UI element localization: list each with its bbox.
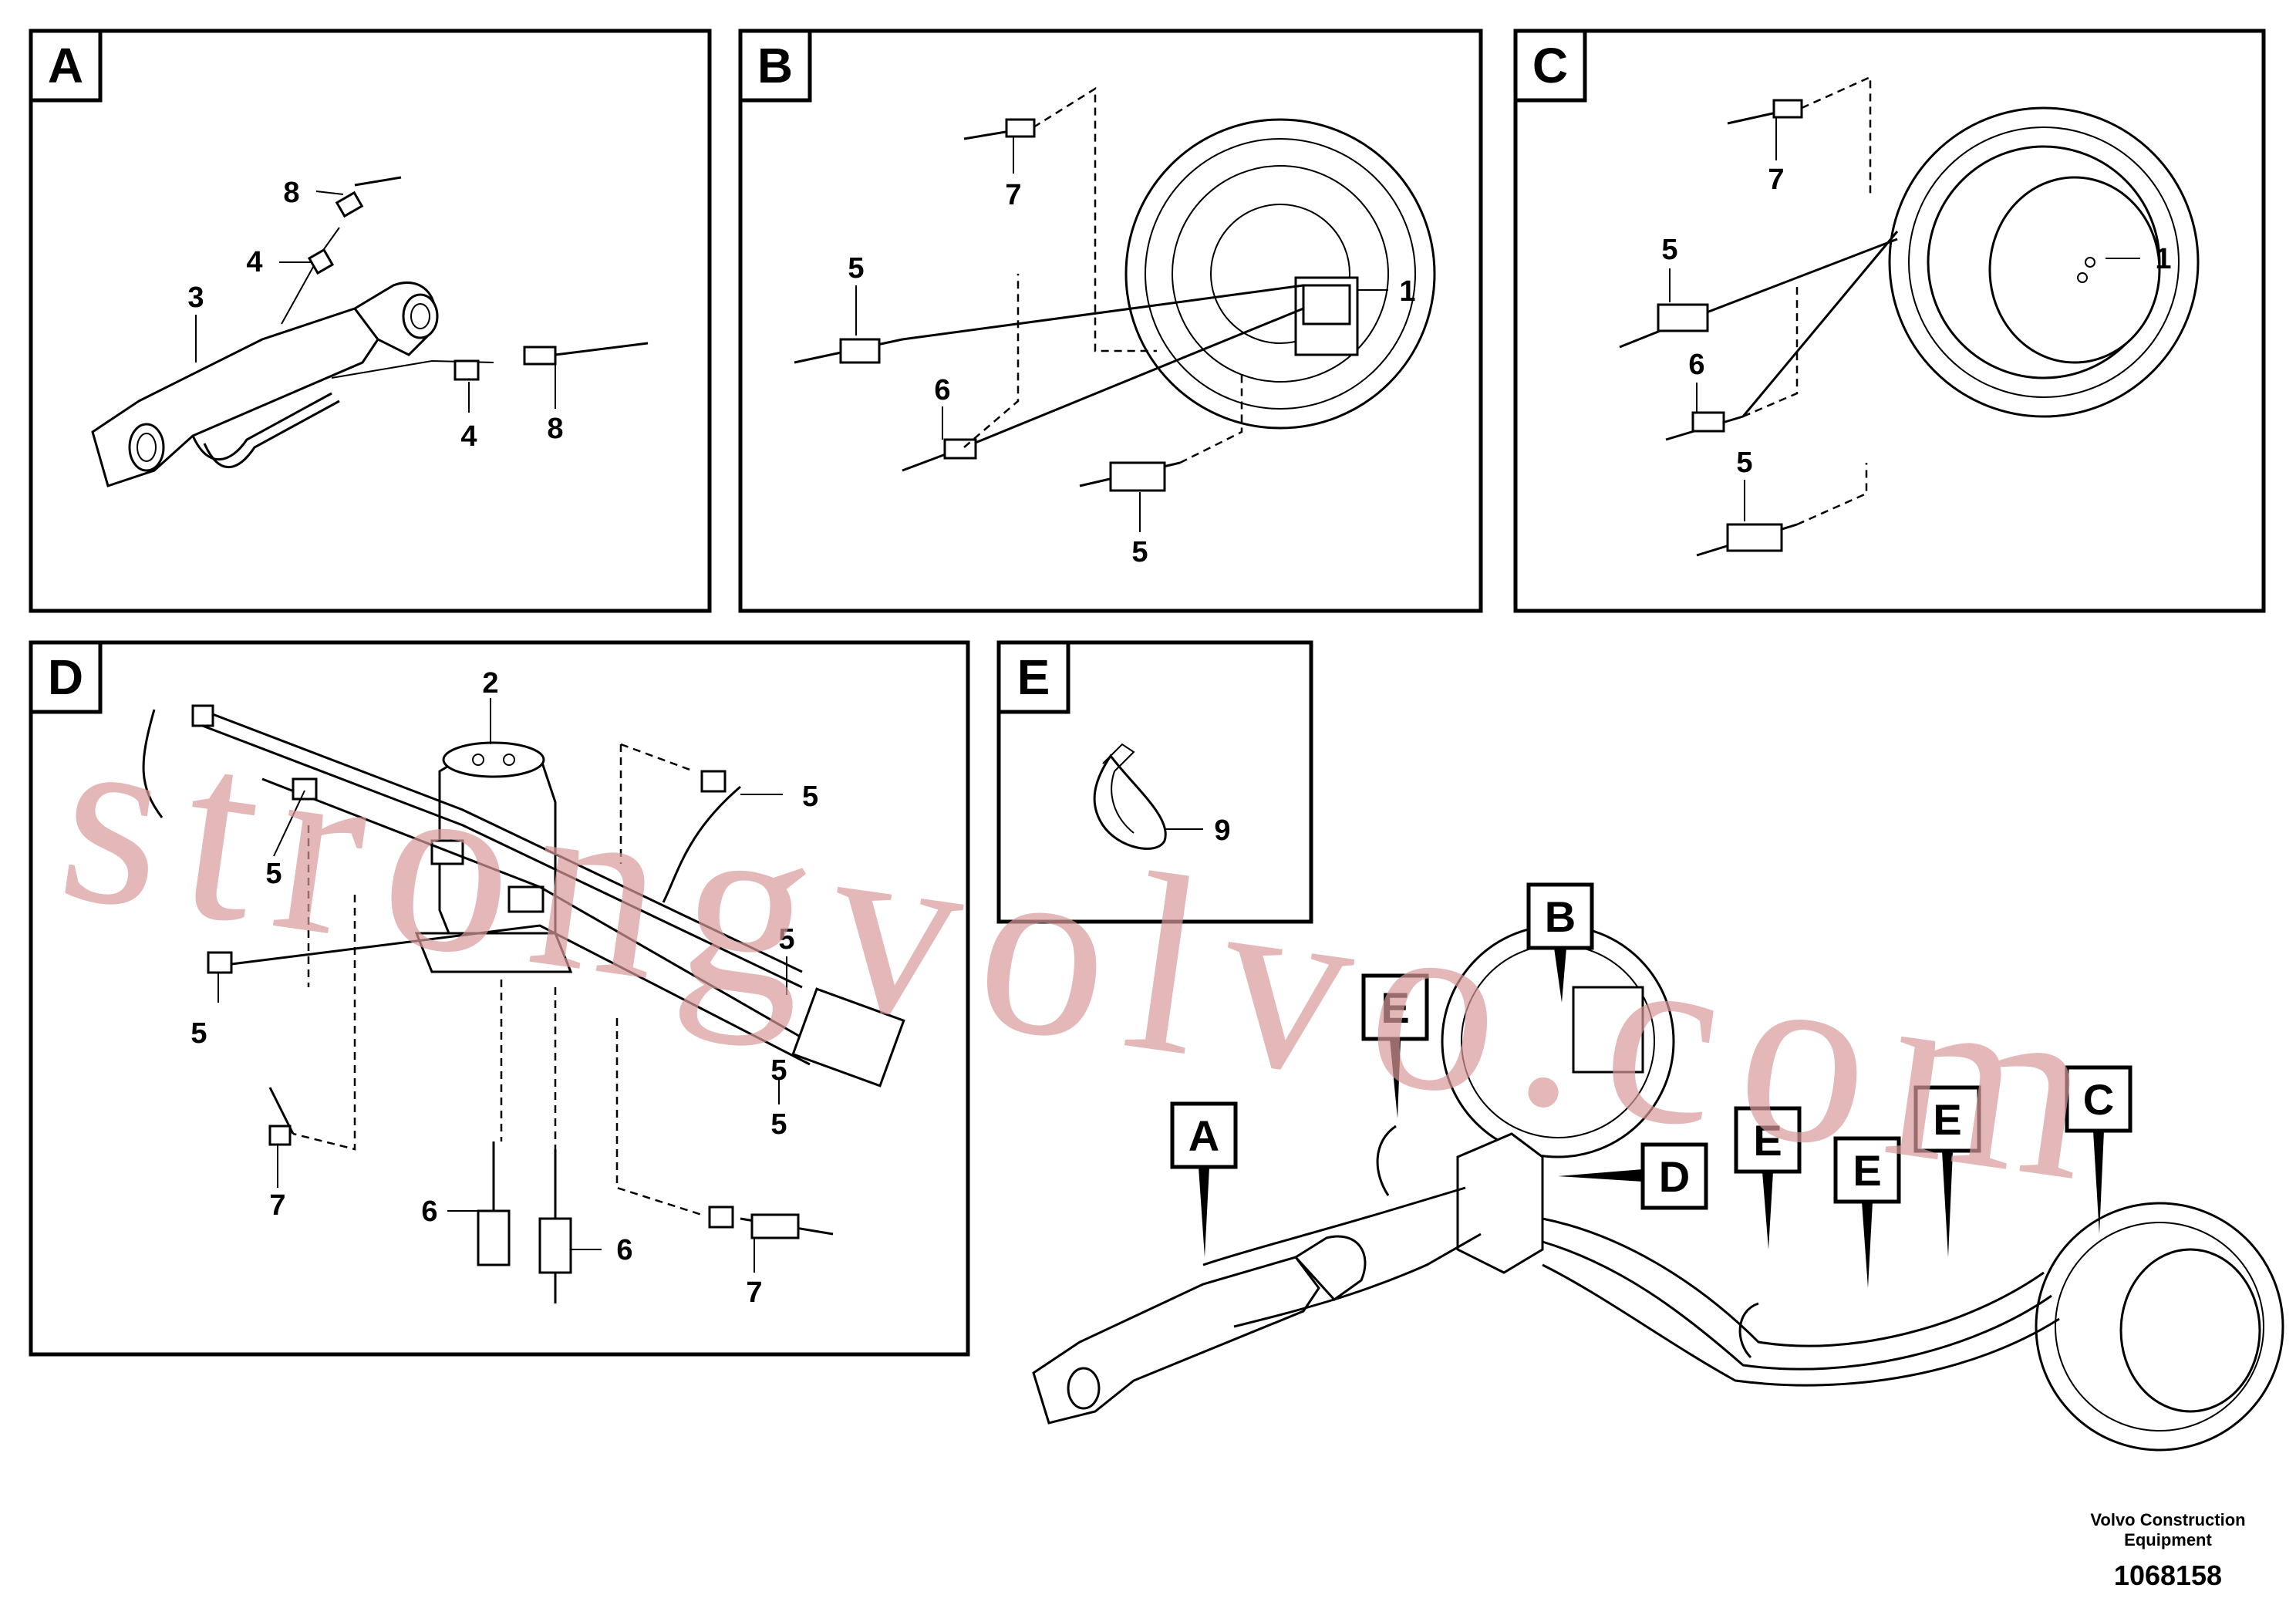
- callout-1: 1: [2155, 243, 2171, 275]
- panel-b: B 7 1 5 6 5: [738, 29, 1483, 613]
- tag-b: B: [1526, 882, 1594, 1003]
- callout-7-right: 7: [746, 1276, 762, 1309]
- callout-6: 6: [1688, 349, 1704, 381]
- tag-e-3: E: [1833, 1136, 1901, 1288]
- panel-e-letter-box: [996, 640, 1070, 714]
- callout-5-c: 5: [778, 923, 794, 956]
- panel-a-letter-box: [29, 29, 103, 103]
- tag-e-2: E: [1734, 1106, 1802, 1249]
- svg-text:E: E: [1753, 1116, 1782, 1165]
- tag-c: C: [2065, 1065, 2132, 1234]
- callout-7: 7: [1005, 179, 1021, 211]
- svg-text:B: B: [1545, 892, 1576, 941]
- panel-d-letter-box: [29, 640, 103, 714]
- callout-6-right: 6: [616, 1234, 632, 1266]
- travel-motor-sprocket-b: [1124, 118, 1436, 430]
- callout-6: 6: [934, 374, 950, 406]
- callout-5-b: 5: [265, 858, 282, 890]
- svg-text:E: E: [1853, 1146, 1881, 1195]
- overview-assembly: B E A D E E E: [1032, 882, 2284, 1452]
- svg-text:D: D: [1659, 1152, 1690, 1201]
- hose-fittings-a: [307, 176, 649, 381]
- panel-d-letter: D: [48, 649, 83, 705]
- callout-5-e: 5: [770, 1108, 787, 1141]
- hoses-c: [1619, 76, 1899, 557]
- panel-e-letter: E: [1017, 649, 1050, 705]
- svg-text:A: A: [1188, 1111, 1219, 1160]
- panel-a-letter: A: [48, 38, 83, 93]
- callout-3: 3: [187, 282, 204, 314]
- svg-text:E: E: [1381, 983, 1409, 1032]
- cable-tie-drawing: [1093, 743, 1167, 850]
- tag-d: D: [1558, 1142, 1708, 1210]
- panel-b-letter-box: [738, 29, 812, 103]
- callout-5-f: 5: [770, 1054, 787, 1087]
- callout-5-lower: 5: [1131, 536, 1148, 568]
- callout-8-top: 8: [283, 177, 299, 209]
- hoses-d: [142, 704, 905, 1303]
- overview-drawing: [1032, 924, 2284, 1452]
- swivel-joint-drawing: [414, 741, 573, 973]
- tag-e-4: E: [1913, 1085, 1981, 1257]
- callout-1: 1: [1399, 275, 1415, 308]
- document-number: 1068158: [2114, 1560, 2222, 1591]
- callout-7: 7: [1768, 164, 1784, 196]
- callout-8-bottom: 8: [547, 413, 563, 445]
- callout-5-upper: 5: [848, 252, 864, 285]
- footer: Volvo Construction Equipment 1068158: [2090, 1510, 2245, 1591]
- panel-d: D: [29, 640, 970, 1357]
- panel-b-letter: B: [757, 38, 793, 93]
- callout-5-a: 5: [802, 781, 818, 813]
- company-name-line2: Equipment: [2124, 1530, 2212, 1549]
- callout-6-left: 6: [421, 1195, 437, 1228]
- svg-text:C: C: [2083, 1075, 2114, 1124]
- panel-c-letter: C: [1532, 38, 1568, 93]
- travel-motor-sprocket-c: [1888, 106, 2200, 418]
- callout-5-d: 5: [190, 1017, 207, 1050]
- callout-9: 9: [1214, 814, 1230, 847]
- callout-2: 2: [482, 667, 498, 700]
- tag-a: A: [1170, 1101, 1238, 1257]
- svg-text:E: E: [1933, 1095, 1961, 1144]
- tag-e-1: E: [1361, 973, 1429, 1118]
- panel-c: C 7 1 5 6 5: [1513, 29, 2266, 613]
- panel-a: A 8 4 3 4 8: [29, 29, 712, 613]
- company-name-line1: Volvo Construction: [2090, 1510, 2245, 1529]
- panel-e: E 9: [996, 640, 1313, 924]
- hoses-b: [794, 86, 1304, 492]
- callout-4-bottom: 4: [460, 420, 477, 453]
- callout-7-left: 7: [269, 1189, 285, 1222]
- callout-4-top: 4: [246, 246, 262, 278]
- callout-5-upper: 5: [1661, 234, 1677, 266]
- callout-5-lower: 5: [1736, 447, 1752, 479]
- panel-c-letter-box: [1513, 29, 1587, 103]
